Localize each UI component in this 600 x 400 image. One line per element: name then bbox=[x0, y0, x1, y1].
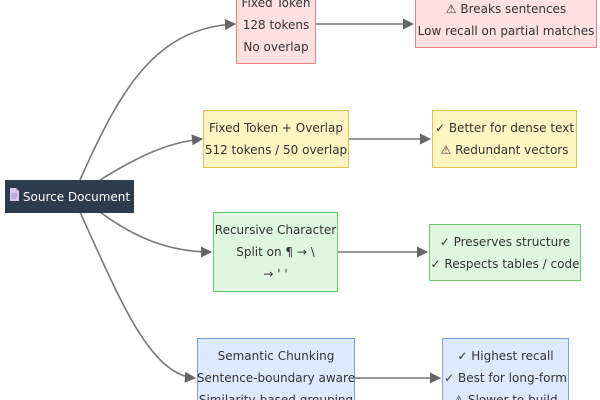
fixed-token-overlap-node[interactable]: Fixed Token + Overlap 512 tokens / 50 ov… bbox=[203, 110, 349, 168]
source-document-label: Source Document bbox=[22, 189, 131, 204]
fixed-token-overlap-info: No overlap bbox=[243, 40, 309, 54]
recursive-character-node[interactable]: Recursive Character Split on ¶ → \ → ' ' bbox=[213, 212, 338, 292]
source-document-node[interactable]: Source Document bbox=[5, 180, 134, 213]
edge-source-to-recursive-character bbox=[99, 211, 213, 258]
document-icon bbox=[9, 186, 19, 208]
recursive-character-title: Recursive Character bbox=[214, 223, 337, 237]
edge-source-to-fixed-token-overlap bbox=[99, 134, 204, 181]
fixed-token-node[interactable]: Fixed Token 128 tokens No overlap bbox=[236, 0, 316, 64]
fixed-token-overlap-outcome-1: ✓ Better for dense text bbox=[434, 121, 575, 135]
semantic-chunking-outcome-3: ⚠ Slower to build bbox=[453, 393, 558, 400]
recursive-character-outcome-node[interactable]: ✓ Preserves structure ✓ Respects tables … bbox=[429, 224, 581, 281]
edge-source-to-fixed-token bbox=[79, 18, 237, 181]
semantic-chunking-title: Semantic Chunking bbox=[217, 349, 335, 363]
semantic-chunking-detail-1: Sentence-boundary aware bbox=[196, 371, 356, 385]
fixed-token-overlap-outcome-2: ⚠ Redundant vectors bbox=[440, 143, 569, 157]
fixed-token-outcome-2: Low recall on partial matches bbox=[417, 24, 595, 38]
semantic-chunking-node[interactable]: Semantic Chunking Sentence-boundary awar… bbox=[197, 338, 355, 400]
fixed-token-size: 128 tokens bbox=[242, 18, 310, 32]
semantic-chunking-outcome-node[interactable]: ✓ Highest recall ✓ Best for long-form ⚠ … bbox=[442, 338, 569, 400]
fixed-token-outcome-1: ⚠ Breaks sentences bbox=[445, 2, 567, 16]
semantic-chunking-outcome-2: ✓ Best for long-form bbox=[444, 371, 567, 385]
semantic-chunking-outcome-1: ✓ Highest recall bbox=[457, 349, 554, 363]
fixed-token-title: Fixed Token bbox=[241, 0, 311, 10]
fixed-token-overlap-title: Fixed Token + Overlap bbox=[209, 121, 343, 135]
fixed-token-overlap-outcome-node[interactable]: ✓ Better for dense text ⚠ Redundant vect… bbox=[432, 110, 577, 168]
recursive-character-outcome-2: ✓ Respects tables / code bbox=[430, 256, 580, 271]
recursive-character-split-1: Split on ¶ → \ bbox=[236, 245, 315, 259]
fixed-token-outcome-node[interactable]: ⚠ Breaks sentences Low recall on partial… bbox=[415, 0, 597, 48]
fixed-token-overlap-size: 512 tokens / 50 overlap bbox=[204, 143, 348, 157]
edge-source-to-semantic-chunking bbox=[79, 211, 197, 383]
recursive-character-outcome-1: ✓ Preserves structure bbox=[439, 234, 571, 249]
recursive-character-split-2: → ' ' bbox=[263, 267, 288, 281]
semantic-chunking-detail-2: Similarity-based grouping bbox=[198, 393, 354, 400]
